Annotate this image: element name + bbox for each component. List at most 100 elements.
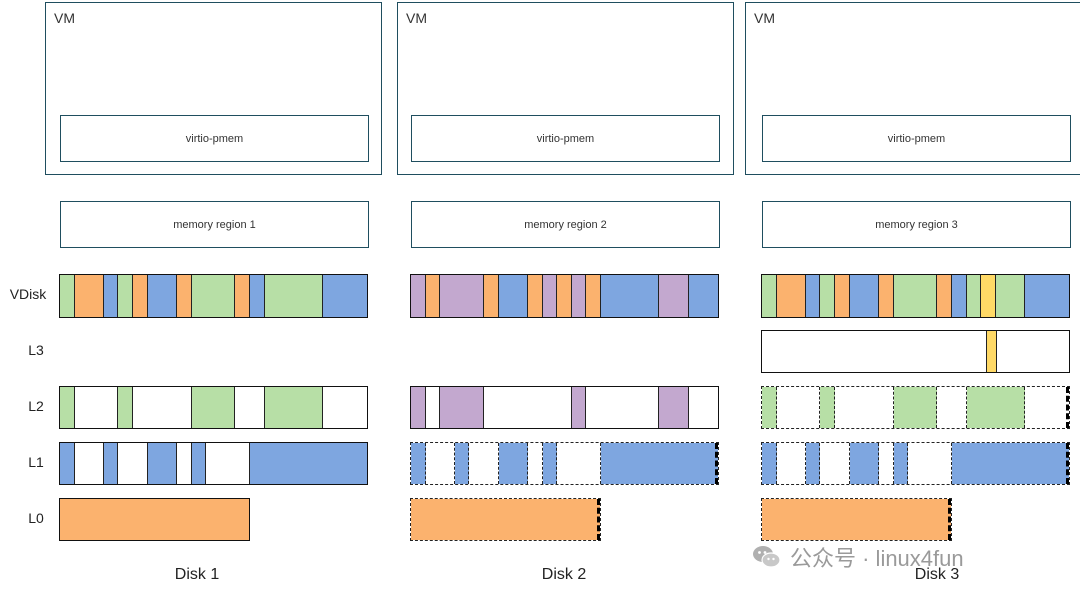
empty-block (776, 443, 806, 484)
blue-block (600, 443, 718, 484)
empty-block (484, 387, 572, 428)
l2-track-3 (761, 386, 1070, 429)
empty-block (878, 443, 894, 484)
purple-block (440, 275, 485, 317)
purple-block (411, 387, 426, 428)
green-block (893, 387, 938, 428)
orange-block (176, 275, 192, 317)
blue-block (762, 443, 777, 484)
empty-block (527, 443, 543, 484)
blue-block (805, 443, 821, 484)
vdisk-track-3 (761, 274, 1070, 318)
orange-block (878, 275, 894, 317)
empty-block (835, 387, 894, 428)
empty-block (118, 443, 148, 484)
memory-region-box-2: memory region 2 (411, 201, 720, 248)
memory-region-box-1: memory region 1 (60, 201, 369, 248)
purple-block (440, 387, 485, 428)
virtio-pmem-box-3: virtio-pmem (762, 115, 1071, 162)
orange-block (484, 275, 499, 317)
purple-block (542, 275, 558, 317)
wechat-icon (753, 546, 781, 568)
orange-block (60, 499, 249, 540)
virtio-pmem-box-1: virtio-pmem (60, 115, 369, 162)
purple-block (411, 275, 426, 317)
row-label-l3: L3 (28, 342, 44, 358)
empty-block (997, 331, 1069, 372)
orange-block (586, 275, 601, 317)
memory-region-box-3: memory region 3 (762, 201, 1071, 248)
purple-block (571, 275, 587, 317)
blue-block (498, 275, 528, 317)
row-label-l2: L2 (28, 398, 44, 414)
empty-block (74, 387, 119, 428)
empty-block (908, 443, 952, 484)
row-label-l1: L1 (28, 454, 44, 470)
l2-track-2 (410, 386, 719, 429)
blue-block (147, 443, 177, 484)
green-block (966, 275, 982, 317)
disk-label-2: Disk 2 (541, 566, 587, 583)
purple-block (571, 387, 587, 428)
l1-track-1 (59, 442, 368, 485)
empty-block (206, 443, 250, 484)
l0-track-2 (410, 498, 601, 541)
blue-block (498, 443, 528, 484)
orange-block (937, 275, 952, 317)
green-block (995, 275, 1026, 317)
green-block (118, 275, 134, 317)
blue-block (249, 443, 367, 484)
blue-block (951, 275, 967, 317)
blue-block (103, 275, 119, 317)
empty-block (1025, 387, 1069, 428)
orange-block (411, 499, 600, 540)
green-block (264, 387, 324, 428)
blue-block (249, 275, 265, 317)
purple-block (659, 275, 689, 317)
blue-block (600, 275, 660, 317)
green-block (762, 275, 777, 317)
virtio-pmem-box-2: virtio-pmem (411, 115, 720, 162)
blue-block (1025, 275, 1069, 317)
blue-block (103, 443, 119, 484)
l0-track-3 (761, 498, 952, 541)
empty-block (820, 443, 850, 484)
blue-block (805, 275, 821, 317)
empty-block (235, 387, 265, 428)
empty-block (776, 387, 821, 428)
green-block (820, 275, 836, 317)
blue-block (454, 443, 470, 484)
yellow-block (981, 275, 996, 317)
l3-track-3 (761, 330, 1070, 373)
watermark-text: 公众号 · linux4fun (790, 546, 964, 571)
green-block (264, 275, 324, 317)
green-block (191, 275, 236, 317)
l2-track-1 (59, 386, 368, 429)
l1-track-2 (410, 442, 719, 485)
orange-block (557, 275, 572, 317)
green-block (893, 275, 938, 317)
blue-block (951, 443, 1069, 484)
green-block (820, 387, 836, 428)
empty-block (762, 331, 988, 372)
empty-block (688, 387, 718, 428)
green-block (762, 387, 777, 428)
purple-block (659, 387, 689, 428)
vdisk-track-1 (59, 274, 368, 318)
row-label-vdisk: VDisk (9, 286, 47, 302)
orange-block (776, 275, 806, 317)
blue-block (542, 443, 558, 484)
empty-block (176, 443, 192, 484)
blue-block (323, 275, 367, 317)
empty-block (469, 443, 499, 484)
orange-block (74, 275, 104, 317)
row-label-l0: L0 (28, 510, 44, 526)
orange-block (133, 275, 148, 317)
empty-block (586, 387, 660, 428)
empty-block (557, 443, 601, 484)
vm-box-1: VM (45, 2, 382, 175)
empty-block (323, 387, 367, 428)
empty-block (133, 387, 192, 428)
vm-label: VM (754, 10, 775, 26)
vm-box-3: VM (745, 2, 1080, 175)
